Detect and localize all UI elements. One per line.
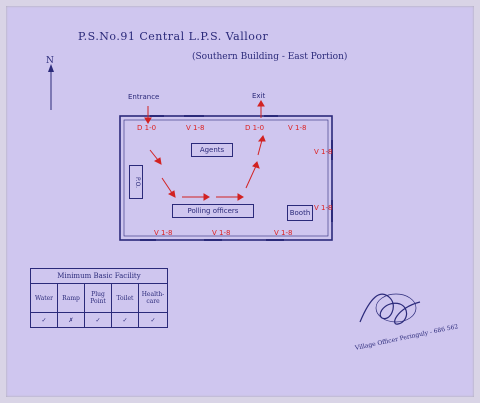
agents-box: Agents: [191, 143, 233, 157]
window-mark: V 1-8: [274, 229, 293, 237]
window-mark: V 1-8: [212, 229, 231, 237]
door-mark: D 1-0: [137, 124, 157, 132]
window-mark: V 1-8: [314, 204, 333, 212]
facility-header: Plug Point: [84, 283, 112, 313]
facility-header: Ramp: [57, 283, 85, 313]
facility-table-title: Minimum Basic Facility: [30, 268, 168, 284]
door-mark: D 1-0: [245, 124, 265, 132]
north-arrow-icon: [48, 64, 54, 110]
facility-value: ✓: [138, 312, 168, 328]
polling-officers-box: Polling officers: [172, 204, 254, 218]
facility-value: ✗: [57, 312, 85, 328]
window-marks: [140, 115, 333, 241]
facility-value: ✓: [30, 312, 58, 328]
facility-value: ✓: [111, 312, 139, 328]
paper-sheet: [6, 6, 474, 397]
north-label: N: [46, 56, 54, 66]
entrance-label: Entrance: [128, 93, 160, 101]
room-wall: [119, 115, 333, 241]
facility-header: Health-care: [138, 283, 168, 313]
page-title: P.S.No.91 Central L.P.S. Valloor: [78, 30, 269, 43]
flow-arrows: [144, 100, 266, 201]
page-subtitle: (Southern Building - East Portion): [192, 52, 348, 62]
window-mark: V 1-8: [186, 124, 205, 132]
presiding-officer-box: P.O.: [129, 165, 143, 199]
facility-table: Minimum Basic Facility Water Ramp Plug P…: [30, 268, 168, 328]
facility-value: ✓: [84, 312, 112, 328]
exit-label: Exit: [252, 92, 266, 100]
facility-header: Toilet: [111, 283, 139, 313]
window-mark: V 1-8: [288, 124, 307, 132]
window-mark: V 1-8: [314, 148, 333, 156]
signature: [359, 293, 421, 325]
booth-box: Booth: [287, 205, 313, 221]
facility-header: Water: [30, 283, 58, 313]
window-mark: V 1-8: [154, 229, 173, 237]
room-wall-inner: [123, 119, 329, 237]
